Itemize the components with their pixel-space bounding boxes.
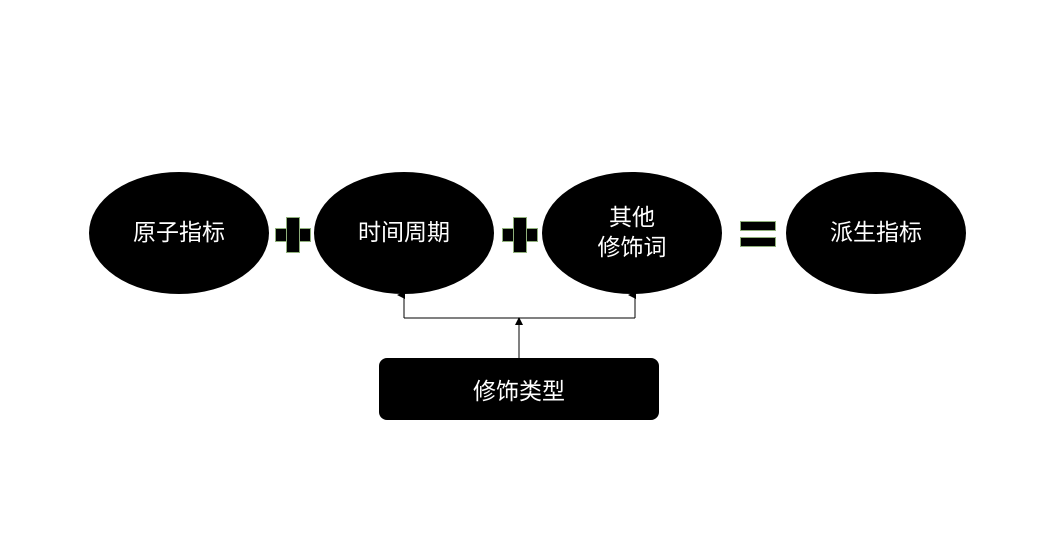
modifier-type-box: 修饰类型: [379, 358, 659, 420]
other-modifier-label-line1: 其他: [609, 205, 655, 231]
time-period-node: 时间周期: [314, 172, 494, 294]
derived-metric-label: 派生指标: [830, 220, 922, 246]
atomic-metric-label: 原子指标: [133, 220, 225, 246]
derived-metric-node: 派生指标: [786, 172, 966, 294]
time-period-label: 时间周期: [358, 220, 450, 246]
plus-icon: [502, 217, 538, 253]
atomic-metric-node: 原子指标: [89, 172, 269, 294]
modifier-type-label: 修饰类型: [473, 379, 565, 405]
equals-icon: [740, 221, 776, 247]
other-modifier-label-line2: 修饰词: [597, 235, 667, 261]
connector-mid-arrow: [515, 317, 523, 325]
other-modifier-node: 其他 修饰词: [542, 172, 722, 294]
plus-icon: [275, 217, 311, 253]
